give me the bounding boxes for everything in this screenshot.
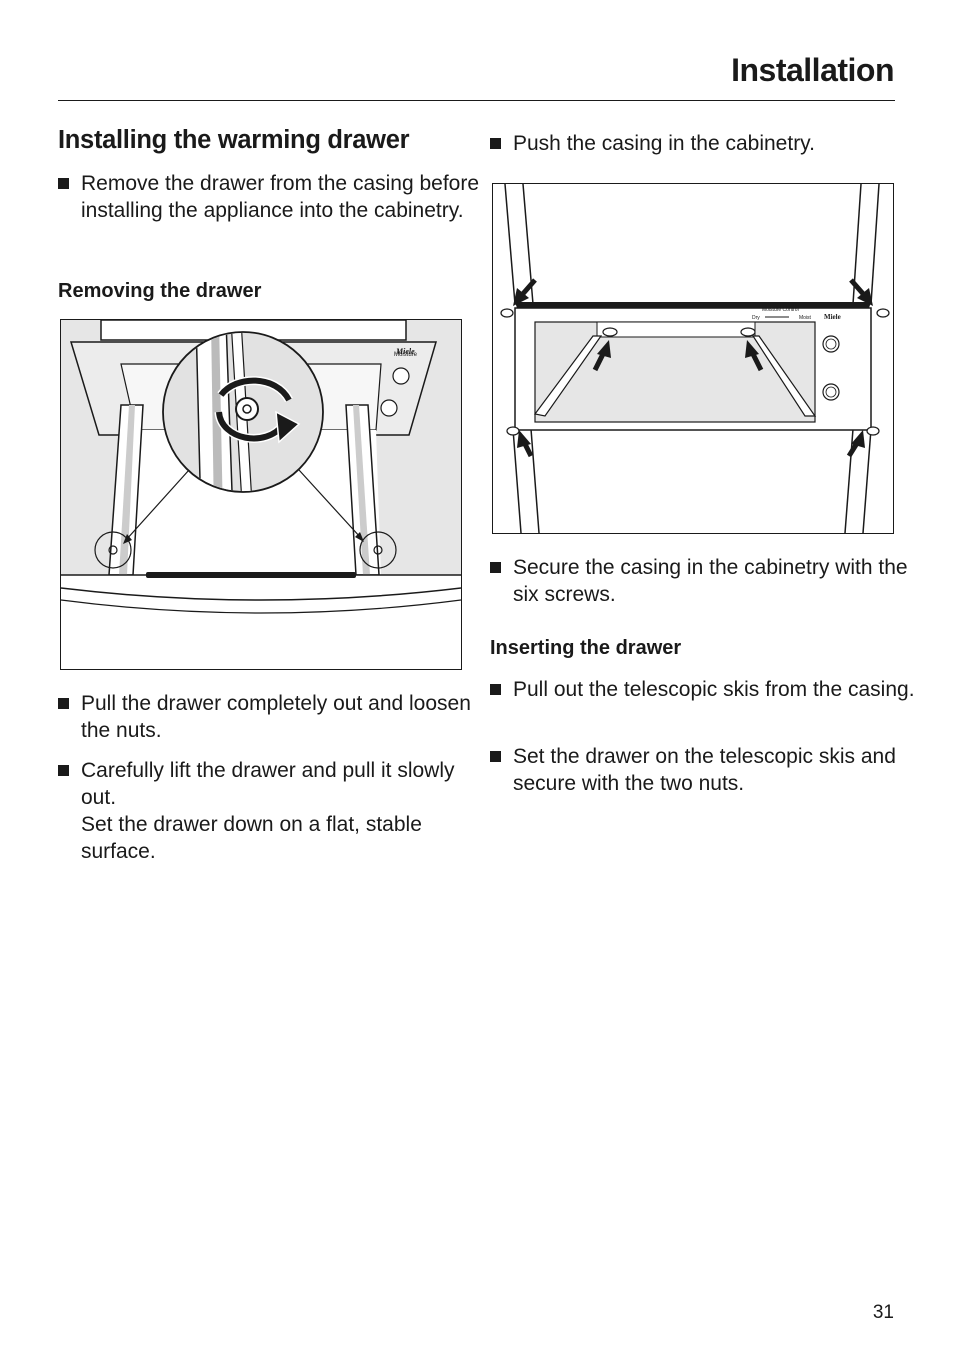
bullet-square-icon bbox=[58, 178, 69, 189]
inserting-heading: Inserting the drawer bbox=[490, 637, 682, 659]
intro-text: Remove the drawer from the casing before… bbox=[81, 172, 480, 222]
svg-text:Moisture Control: Moisture Control bbox=[762, 307, 799, 313]
list-item: Carefully lift the drawer and pull it sl… bbox=[58, 757, 481, 865]
svg-text:Moist: Moist bbox=[799, 315, 812, 321]
section-title: Installing the warming drawer bbox=[58, 126, 410, 154]
step-text: Push the casing in the cabinetry. bbox=[513, 132, 815, 155]
svg-text:Moisture: Moisture bbox=[394, 352, 418, 358]
page-title: Installation bbox=[731, 52, 894, 88]
brand-logo: Miele bbox=[824, 313, 841, 321]
knob-icon bbox=[822, 383, 840, 401]
removing-drawer-illustration: Moisture Miele bbox=[60, 319, 462, 670]
list-item: Pull the drawer completely out and loose… bbox=[58, 690, 481, 744]
arrow-icon bbox=[513, 278, 537, 306]
list-item: Remove the drawer from the casing before… bbox=[58, 170, 481, 224]
list-item: Set the drawer on the telescopic skis an… bbox=[490, 743, 923, 797]
bullet-square-icon bbox=[490, 562, 501, 573]
removing-heading: Removing the drawer bbox=[58, 280, 262, 302]
arrow-icon bbox=[745, 340, 764, 372]
screw-icon bbox=[602, 327, 618, 337]
header-divider bbox=[58, 100, 895, 101]
screw-icon bbox=[740, 327, 756, 337]
step-text: Secure the casing in the cabinetry with … bbox=[513, 556, 908, 606]
step-text: Pull the drawer completely out and loose… bbox=[81, 692, 471, 742]
casing-installation-illustration: Moisture Control Dry Moist Miele bbox=[492, 183, 894, 534]
list-item: Pull out the telescopic skis from the ca… bbox=[490, 676, 923, 703]
step-text: Set the drawer on the telescopic skis an… bbox=[513, 745, 896, 795]
bullet-square-icon bbox=[490, 684, 501, 695]
arrow-icon bbox=[849, 278, 873, 306]
knob-icon bbox=[392, 367, 410, 385]
list-item: Secure the casing in the cabinetry with … bbox=[490, 554, 923, 608]
bullet-square-icon bbox=[58, 765, 69, 776]
svg-text:Dry: Dry bbox=[752, 315, 760, 321]
page-number: 31 bbox=[872, 1302, 894, 1323]
step-note: Set the drawer down on a flat, stable su… bbox=[81, 813, 422, 863]
bullet-square-icon bbox=[58, 698, 69, 709]
screw-icon bbox=[876, 308, 890, 318]
nut-icon bbox=[94, 531, 132, 569]
arrow-icon bbox=[846, 430, 865, 458]
step-text: Carefully lift the drawer and pull it sl… bbox=[81, 759, 455, 809]
bullet-square-icon bbox=[490, 751, 501, 762]
knob-icon bbox=[380, 399, 398, 417]
rotate-arrow-icon bbox=[214, 376, 301, 444]
list-item: Push the casing in the cabinetry. bbox=[490, 130, 923, 157]
screw-icon bbox=[866, 426, 880, 436]
nut-icon bbox=[359, 531, 397, 569]
screw-icon bbox=[500, 308, 514, 318]
arrow-icon bbox=[517, 430, 534, 458]
knob-icon bbox=[822, 335, 840, 353]
step-text: Pull out the telescopic skis from the ca… bbox=[513, 678, 915, 701]
screw-icon bbox=[506, 426, 520, 436]
bullet-square-icon bbox=[490, 138, 501, 149]
brand-logo: Miele bbox=[395, 347, 415, 356]
arrow-icon bbox=[592, 340, 611, 372]
